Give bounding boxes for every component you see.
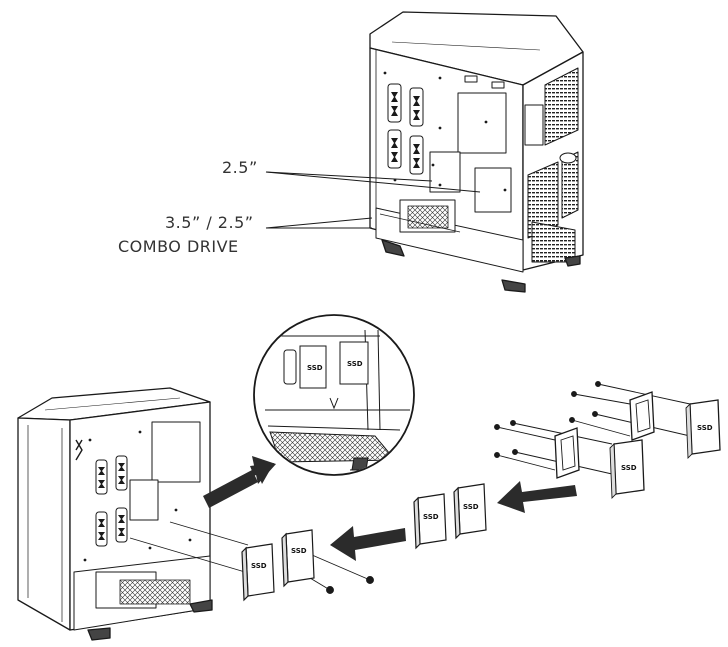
block-arrow-icon xyxy=(497,481,577,513)
ssd-drive-3: SSD xyxy=(413,493,447,550)
svg-text:SSD: SSD xyxy=(463,503,479,511)
screw-icon xyxy=(571,391,577,397)
block-arrow-icon xyxy=(203,456,276,508)
screw-icon xyxy=(494,452,500,458)
screw-icon xyxy=(595,381,601,387)
svg-text:SSD: SSD xyxy=(621,464,637,472)
svg-text:SSD: SSD xyxy=(697,424,713,432)
ssd-drive-2: SSD xyxy=(281,529,315,588)
block-arrow-icon xyxy=(330,526,406,561)
bottom-case-rear-view xyxy=(17,387,213,641)
leader-lines xyxy=(265,171,481,229)
callout-2-5-label: 2.5” xyxy=(222,158,258,177)
screw-icon xyxy=(569,417,575,423)
svg-text:SSD: SSD xyxy=(307,364,323,372)
callout-combo-size-label: 3.5” / 2.5” xyxy=(165,213,254,232)
screw-icon xyxy=(512,449,518,455)
callout-combo-drive-label: COMBO DRIVE xyxy=(118,237,239,256)
ssd-drive-4: SSD xyxy=(453,483,487,540)
top-case-rear-view xyxy=(369,11,584,293)
zoom-ssd-1: SSD xyxy=(307,364,323,372)
svg-text:SSD: SSD xyxy=(251,562,267,570)
magnified-detail-circle: SSD SSD xyxy=(253,314,415,476)
screw-icon xyxy=(592,411,598,417)
zoom-ssd-2: SSD xyxy=(347,360,363,368)
screw-icon xyxy=(326,586,334,594)
ssd-drive-1: SSD xyxy=(241,543,275,602)
svg-text:SSD: SSD xyxy=(291,547,307,555)
svg-text:SSD: SSD xyxy=(347,360,363,368)
screw-icon xyxy=(494,424,500,430)
screw-icon xyxy=(366,576,374,584)
screw-icon xyxy=(510,420,516,426)
exploded-tray-assembly: SSD SSD xyxy=(494,381,721,500)
svg-text:SSD: SSD xyxy=(423,513,439,521)
